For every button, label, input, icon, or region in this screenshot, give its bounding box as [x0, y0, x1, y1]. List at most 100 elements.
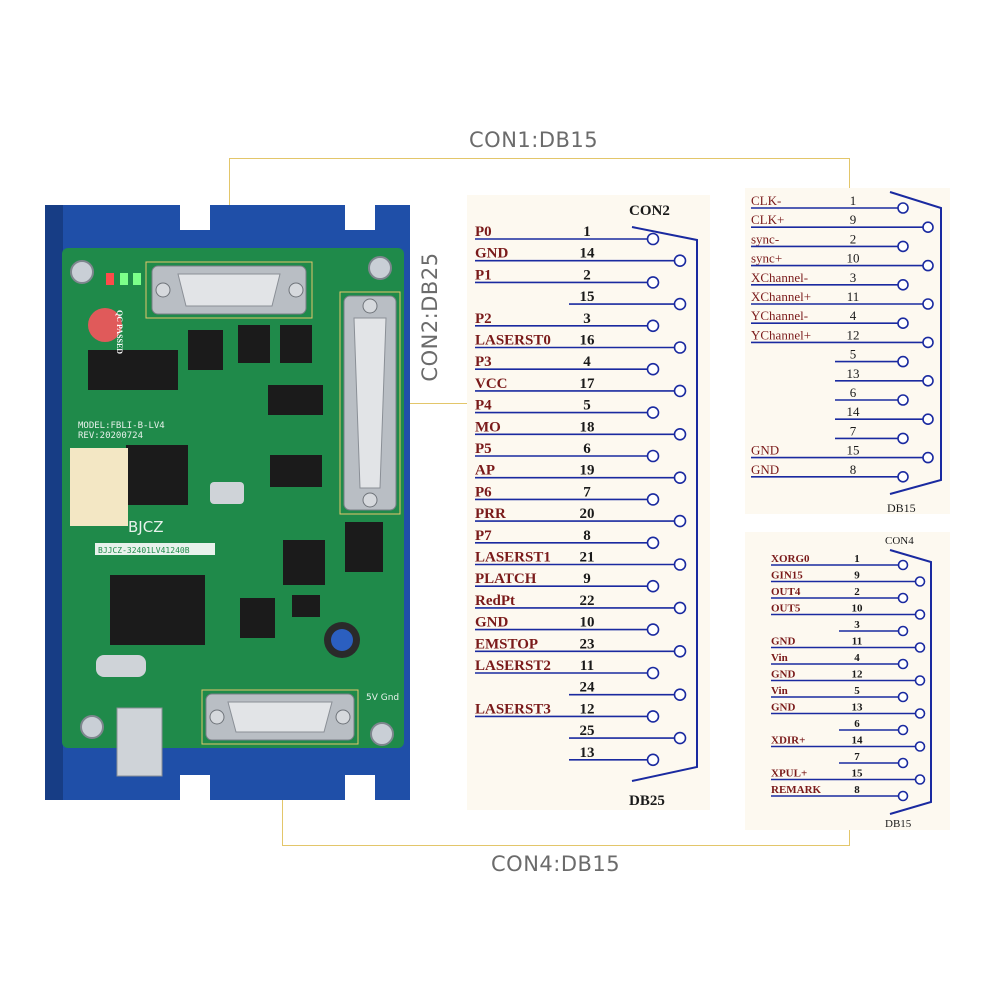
con2-guide-line [401, 403, 471, 404]
con1-pin-row: 7 [835, 423, 909, 445]
con1-pin-row: 5 [835, 347, 909, 368]
con2-pin-number: 2 [583, 267, 591, 283]
con2-pin-contact [646, 406, 660, 419]
board-brand: BJCZ [128, 518, 163, 536]
con1-pin-contact [897, 470, 909, 483]
con2-pin-label: P6 [475, 484, 492, 500]
con2-pin-row: GND 10 [475, 615, 660, 636]
con2-pin-contact [673, 471, 687, 485]
con2-pin-label: MO [475, 419, 501, 435]
con1-pin-contact [922, 259, 934, 272]
con4-pin-label: Vin [771, 685, 788, 697]
con4-pin-number: 7 [854, 751, 860, 763]
crystal [210, 482, 244, 504]
con2-pin-contact [673, 384, 687, 398]
con2-pin-number: 1 [583, 224, 591, 240]
con1-pin-label: CLK- [751, 193, 781, 208]
con2-pin-number: 9 [583, 571, 591, 587]
con2-pin-row: 25 [569, 723, 687, 745]
con4-pin-number: 13 [852, 702, 864, 714]
con4-pin-number: 10 [852, 603, 864, 615]
con1-pin-contact [897, 394, 909, 406]
con2-pin-label: RedPt [475, 593, 515, 609]
con1-pin-contact [897, 202, 909, 214]
con2-pin-number: 21 [580, 550, 595, 566]
con1-pin-row: CLK+9 [751, 212, 934, 234]
con1-pin-row: 6 [835, 385, 909, 406]
con1-pin-contact [922, 221, 934, 234]
con2-title: CON2 [629, 203, 670, 219]
con4-pin-label: XDIR+ [771, 735, 805, 747]
board-serial: BJJCZ-32401LV41240B [98, 546, 190, 555]
con2-pin-contact [646, 579, 660, 593]
con4-pin-contact [914, 609, 926, 620]
con2-pin-number: 3 [583, 311, 591, 327]
con1-db15-connector [145, 261, 313, 319]
con4-pin-contact [914, 675, 926, 686]
con1-pin-label: XChannel- [751, 270, 808, 285]
con1-pin-label: YChannel+ [751, 327, 811, 342]
con1-pin-row: sync-2 [751, 231, 909, 253]
con4-pin-row: REMARK 8 [771, 784, 909, 802]
con1-pin-contact [897, 432, 909, 445]
con2-pin-contact [646, 666, 660, 680]
con4-pin-contact [897, 691, 909, 703]
con1-pin-number: 14 [847, 404, 861, 419]
board-rev: REV:20200724 [78, 431, 143, 441]
con2-pin-contact [646, 493, 660, 506]
con1-pin-contact [922, 298, 934, 310]
con1-pin-row: 14 [835, 404, 934, 425]
con4-pin-row: 3 [839, 619, 909, 637]
con2-pin-number: 23 [580, 636, 595, 652]
con2-pin-row: 24 [569, 680, 687, 702]
con4-pin-number: 8 [854, 784, 860, 796]
con4-footer: DB15 [885, 818, 912, 830]
con1-pin-label: YChannel- [751, 308, 808, 323]
con4-pin-number: 2 [854, 586, 860, 598]
con2-pin-contact [673, 428, 687, 441]
con2-pin-number: 10 [580, 615, 595, 631]
con2-pin-contact [673, 514, 687, 528]
con2-pin-number: 8 [583, 528, 591, 544]
con1-pin-contact [897, 317, 909, 329]
con2-pin-row: 13 [569, 745, 660, 767]
con1-pin-number: 13 [847, 366, 860, 381]
con4-pin-contact [914, 642, 926, 653]
con4-pin-number: 14 [852, 735, 864, 747]
con4-pin-row: 6 [839, 718, 909, 736]
con4-pin-number: 1 [854, 553, 860, 565]
con2-pin-number: 20 [580, 506, 595, 522]
con2-pin-label: EMSTOP [475, 636, 538, 652]
con1-pin-number: 3 [850, 270, 857, 285]
con4-pin-row: XDIR+ 14 [771, 735, 926, 752]
con4-pin-label: REMARK [771, 784, 822, 796]
con2-pin-label: P7 [475, 528, 492, 544]
con1-pin-number: 8 [850, 462, 857, 477]
con2-pin-contact [646, 276, 660, 289]
con4-pin-number: 3 [854, 619, 860, 631]
con2-pin-number: 25 [580, 723, 595, 739]
con4-pin-label: GIN15 [771, 570, 803, 582]
con2-pin-label: GND [475, 615, 509, 631]
con2-pin-number: 19 [580, 463, 595, 479]
con2-pin-label: PRR [475, 506, 506, 522]
mounting-holes [70, 256, 394, 746]
con2-pin-contact [673, 601, 687, 615]
con1-pin-row: XChannel+11 [751, 289, 934, 310]
con1-pin-row: YChannel-4 [751, 308, 909, 329]
con1-pin-row: 13 [835, 366, 934, 387]
